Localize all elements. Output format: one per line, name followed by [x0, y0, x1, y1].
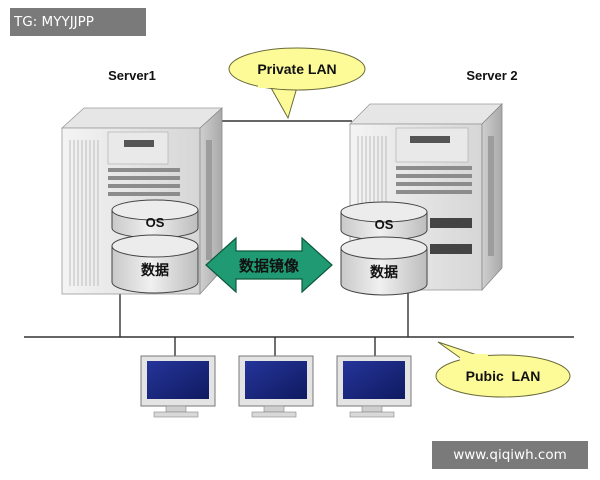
data-disk-left-icon — [111, 234, 199, 294]
monitor-icon — [336, 355, 412, 418]
watermark-tag: TG: MYYJJPP — [10, 8, 146, 36]
os-label-left: OS — [146, 215, 165, 230]
private-lan-callout — [269, 83, 299, 120]
server1-label: Server1 — [108, 68, 156, 83]
public-lan-bubble — [435, 354, 571, 398]
os-disk-left-icon — [111, 199, 199, 239]
network-lines — [24, 120, 574, 356]
server2-label: Server 2 — [466, 68, 517, 83]
data-label-right: 数据 — [370, 264, 398, 281]
data-label-left: 数据 — [141, 262, 169, 279]
private-lan-label: Private LAN — [257, 61, 336, 77]
private-lan-bubble — [228, 47, 366, 91]
monitor-icon — [140, 355, 216, 418]
watermark-site: www.qiqiwh.com — [432, 441, 588, 469]
os-disk-right-icon — [340, 201, 428, 241]
double-arrow-icon — [205, 236, 333, 294]
public-lan-label: Pubic LAN — [466, 368, 541, 384]
monitor-icon — [238, 355, 314, 418]
data-disk-right-icon — [340, 236, 428, 296]
mirror-label: 数据镜像 — [239, 257, 300, 275]
os-label-right: OS — [375, 217, 394, 232]
